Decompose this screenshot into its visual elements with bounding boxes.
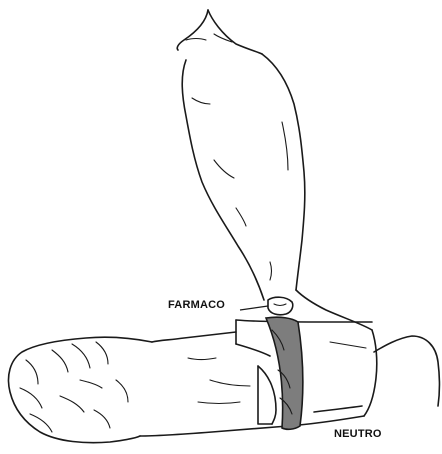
upper-arm	[177, 10, 372, 330]
electrode-band	[266, 317, 303, 429]
wrap-strap	[236, 320, 372, 424]
lead-wire	[374, 336, 440, 406]
fist	[9, 337, 153, 442]
electrode-contact	[268, 297, 293, 315]
neutro-label: NEUTRO	[334, 428, 382, 440]
farmaco-label: FARMACO	[168, 299, 225, 311]
farmaco-leader-line	[240, 306, 268, 310]
